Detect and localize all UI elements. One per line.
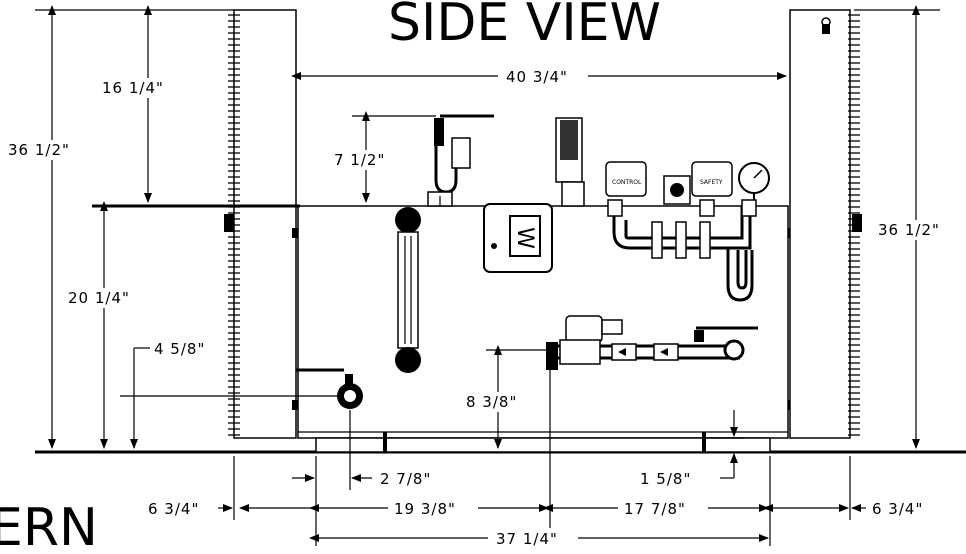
drain-valve [296, 368, 363, 409]
gas-manifold [607, 199, 757, 302]
dim-width-top-label: 40 3/4" [506, 68, 568, 86]
dim-drain-offset: 2 7/8" [292, 410, 431, 490]
dim-lower-height-label: 20 1/4" [68, 289, 130, 307]
left-door-panel [224, 9, 298, 439]
lock-icon [821, 17, 831, 34]
logo-panel: W [483, 203, 553, 273]
dim-height-left: 36 1/2" [4, 5, 234, 449]
dim-right-section-label: 17 7/8" [624, 500, 686, 518]
dim-valve-height: 7 1/2" [330, 111, 436, 203]
drawing-title: SIDE VIEW [388, 0, 661, 53]
safety-label: SAFETY [700, 179, 723, 186]
logo-letter: W [512, 227, 537, 249]
dim-left-section-label: 19 3/8" [394, 500, 456, 518]
safety-valve: SAFETY [691, 161, 733, 197]
dim-drain-height: 4 5/8" [120, 340, 340, 449]
dim-height-right: 36 1/2" [854, 5, 966, 449]
dim-width-top: 40 3/4" [291, 66, 787, 86]
dim-sections: 19 3/8" 17 7/8" [309, 370, 771, 546]
dim-top-gap: 16 1/4" [100, 5, 196, 203]
dim-side-left-label: 6 3/4" [148, 500, 199, 518]
right-door-panel [784, 9, 862, 439]
dim-lower-height: 20 1/4" [58, 201, 300, 449]
control-valve: CONTROL [605, 161, 647, 197]
dim-height-left-label: 36 1/2" [8, 141, 70, 159]
sight-glass [395, 207, 421, 373]
dim-side-right: 6 3/4" [763, 456, 923, 520]
dim-drain-offset-label: 2 7/8" [380, 470, 431, 488]
flue-adapter [555, 117, 585, 207]
pressure-gauge-icon [738, 162, 770, 206]
dim-overall-base: 37 1/4" [309, 528, 769, 548]
gas-inlet-line [546, 315, 758, 370]
dim-gas-inlet-height-label: 8 3/8" [466, 393, 517, 411]
dim-top-gap-label: 16 1/4" [102, 79, 164, 97]
partial-label: ERN [0, 498, 98, 550]
dim-valve-height-label: 7 1/2" [334, 151, 385, 169]
dim-height-right-label: 36 1/2" [878, 221, 940, 239]
dim-base-gap: 1 5/8" [640, 410, 744, 488]
dim-drain-height-label: 4 5/8" [154, 340, 205, 358]
control-label: CONTROL [612, 179, 642, 186]
relief-valve-assembly [427, 114, 494, 207]
dim-base-gap-label: 1 5/8" [640, 470, 691, 488]
dim-overall-base-label: 37 1/4" [496, 530, 558, 548]
dim-side-right-label: 6 3/4" [872, 500, 923, 518]
dim-side-left: 6 3/4" [148, 456, 316, 520]
dim-gas-inlet-height: 8 3/8" [460, 345, 548, 449]
pressure-switch [663, 175, 691, 205]
